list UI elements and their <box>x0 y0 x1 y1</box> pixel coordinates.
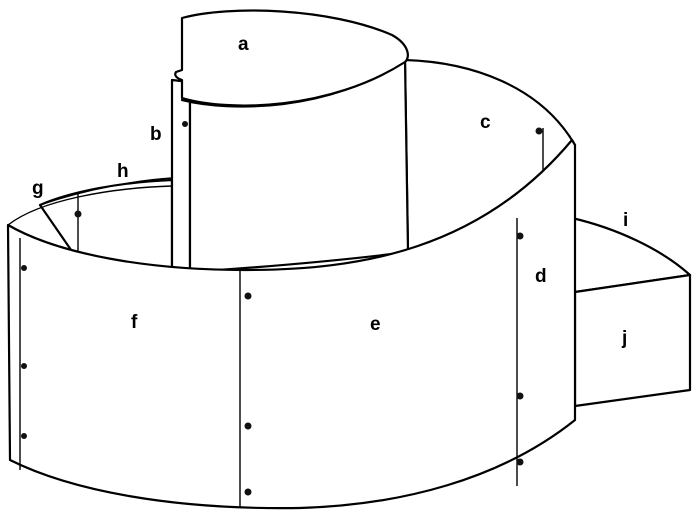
inner-cylinder <box>170 9 410 274</box>
label-e: e <box>370 314 381 335</box>
label-a: a <box>238 34 249 55</box>
label-i: i <box>623 210 628 231</box>
lower-wall-inner-edge <box>7 185 173 226</box>
labels: a b c d e f g h i j <box>32 34 628 349</box>
rivet <box>535 127 543 135</box>
rivet <box>516 458 524 466</box>
rivet <box>244 488 252 496</box>
label-g: g <box>32 178 44 199</box>
rivet <box>21 363 27 369</box>
lower-wall <box>6 138 577 510</box>
rivet <box>74 210 82 218</box>
rivet <box>244 422 252 430</box>
panel-a-top <box>174 9 409 107</box>
panel-j-front <box>573 273 692 408</box>
rivet <box>516 232 524 240</box>
label-b: b <box>150 124 162 145</box>
rivet <box>516 392 524 400</box>
rivet <box>21 433 27 439</box>
rivets <box>21 121 543 496</box>
upper-wall-top-edge <box>39 177 173 206</box>
panel-f-e-d <box>6 138 577 510</box>
label-d: d <box>535 266 547 287</box>
rivet <box>244 292 252 300</box>
panel-b <box>170 78 192 274</box>
label-c: c <box>480 112 491 133</box>
label-h: h <box>117 161 129 182</box>
rivet <box>21 265 27 271</box>
rivet <box>182 121 188 127</box>
label-j: j <box>621 328 627 349</box>
side-box <box>570 216 692 408</box>
label-f: f <box>131 312 138 333</box>
panel-h-g <box>38 178 174 272</box>
